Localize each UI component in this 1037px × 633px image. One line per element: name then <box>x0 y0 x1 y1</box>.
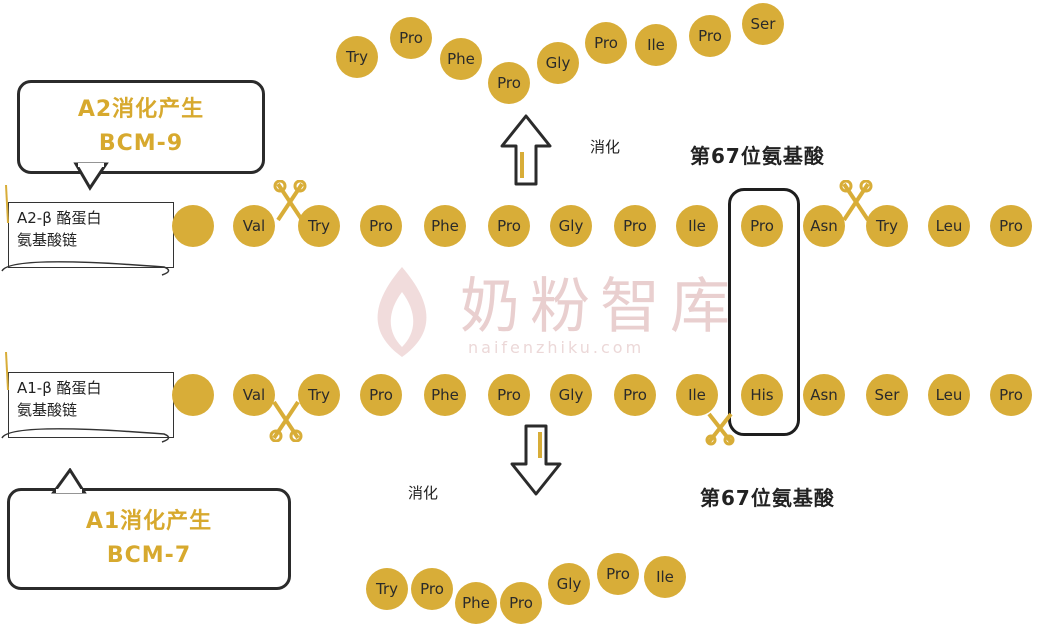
a1-chain-bead: Pro <box>360 374 402 416</box>
a2-chain-bead: Asn <box>803 205 845 247</box>
a1-chain-bead: Pro <box>990 374 1032 416</box>
a1-chain-label-line2: 氨基酸链 <box>17 401 78 419</box>
a2-chain-bead: Try <box>298 205 340 247</box>
watermark-text: 奶粉智库 <box>460 272 740 342</box>
a2-fragment-bead: Try <box>336 36 378 78</box>
a2-digest-label: 消化 <box>590 138 621 156</box>
a2-position-label: 第67位氨基酸 <box>690 144 825 168</box>
a1-fragment-bead: Gly <box>548 563 590 605</box>
a2-fragment-bead: Pro <box>488 62 530 104</box>
a2-scissors-icon <box>273 180 307 222</box>
a1-chain-label-line1: A1-β 酪蛋白 <box>17 379 102 397</box>
a2-chain-bead: Pro <box>741 205 783 247</box>
a2-fragment-bead: Ser <box>742 3 784 45</box>
watermark-url: naifenzhiku.com <box>468 338 645 357</box>
a2-chain-bead: Gly <box>550 205 592 247</box>
a1-fragment-bead: Pro <box>597 553 639 595</box>
a1-fragment-bead: Phe <box>455 582 497 624</box>
a2-chain-label-line1: A2-β 酪蛋白 <box>17 209 102 227</box>
a1-scissors-icon <box>705 412 735 446</box>
a1-fragment-bead: Ile <box>644 556 686 598</box>
a1-chain-bead: Pro <box>614 374 656 416</box>
position-67-highlight <box>728 188 800 436</box>
a2-fragment-bead: Phe <box>440 38 482 80</box>
a1-bubble-line2: BCM-7 <box>106 543 192 568</box>
watermark-logo-icon <box>362 262 442 366</box>
a2-chain-label-line2: 氨基酸链 <box>17 231 78 249</box>
a1-chain-bead: Asn <box>803 374 845 416</box>
a1-chain-bead: His <box>741 374 783 416</box>
a1-chain-bead <box>172 374 214 416</box>
a1-chain-bead: Ser <box>866 374 908 416</box>
a1-position-label: 第67位氨基酸 <box>700 486 835 510</box>
a2-fragment-bead: Pro <box>689 15 731 57</box>
a1-fragment-bead: Try <box>366 568 408 610</box>
a2-fragment-bead: Pro <box>390 17 432 59</box>
a2-bubble-line2: BCM-9 <box>98 131 184 156</box>
a1-scissors-icon <box>269 400 303 442</box>
a1-fragment-bead: Pro <box>411 568 453 610</box>
a2-chain-bead: Leu <box>928 205 970 247</box>
a1-digest-arrow-down-icon <box>510 424 562 496</box>
a1-speech-bubble: A1消化产生 BCM-7 <box>7 488 291 590</box>
a1-bubble-line1: A1消化产生 <box>85 509 213 534</box>
a2-fragment-bead: Gly <box>537 42 579 84</box>
a1-chain-bead: Val <box>233 374 275 416</box>
a1-chain-bead: Gly <box>550 374 592 416</box>
a1-chain-bead: Pro <box>488 374 530 416</box>
a1-bubble-tail <box>51 468 87 494</box>
a2-bubble-tail <box>73 162 109 191</box>
a2-chain-bead <box>172 205 214 247</box>
a2-bubble-line1: A2消化产生 <box>77 97 205 122</box>
a1-digest-label: 消化 <box>408 484 439 502</box>
a1-chain-bead: Leu <box>928 374 970 416</box>
a2-digest-arrow-up-icon <box>500 114 552 186</box>
a2-chain-bead: Pro <box>990 205 1032 247</box>
a2-chain-bead: Pro <box>488 205 530 247</box>
a1-chain-bead: Try <box>298 374 340 416</box>
a1-scroll-curl-icon <box>1 351 170 443</box>
a1-fragment-bead: Pro <box>500 582 542 624</box>
a2-chain-bead: Phe <box>424 205 466 247</box>
a1-chain-bead: Ile <box>676 374 718 416</box>
a2-chain-bead: Try <box>866 205 908 247</box>
a2-fragment-bead: Ile <box>635 24 677 66</box>
a2-chain-bead: Val <box>233 205 275 247</box>
a2-speech-bubble: A2消化产生 BCM-9 <box>17 80 265 174</box>
a2-chain-label: A2-β 酪蛋白 氨基酸链 <box>8 202 174 268</box>
a1-chain-label: A1-β 酪蛋白 氨基酸链 <box>8 372 174 438</box>
a2-chain-bead: Ile <box>676 205 718 247</box>
a2-chain-bead: Pro <box>360 205 402 247</box>
a2-fragment-bead: Pro <box>585 22 627 64</box>
a2-scissors-icon <box>839 180 873 222</box>
a2-scroll-curl-icon <box>1 184 170 276</box>
a1-chain-bead: Phe <box>424 374 466 416</box>
a2-chain-bead: Pro <box>614 205 656 247</box>
